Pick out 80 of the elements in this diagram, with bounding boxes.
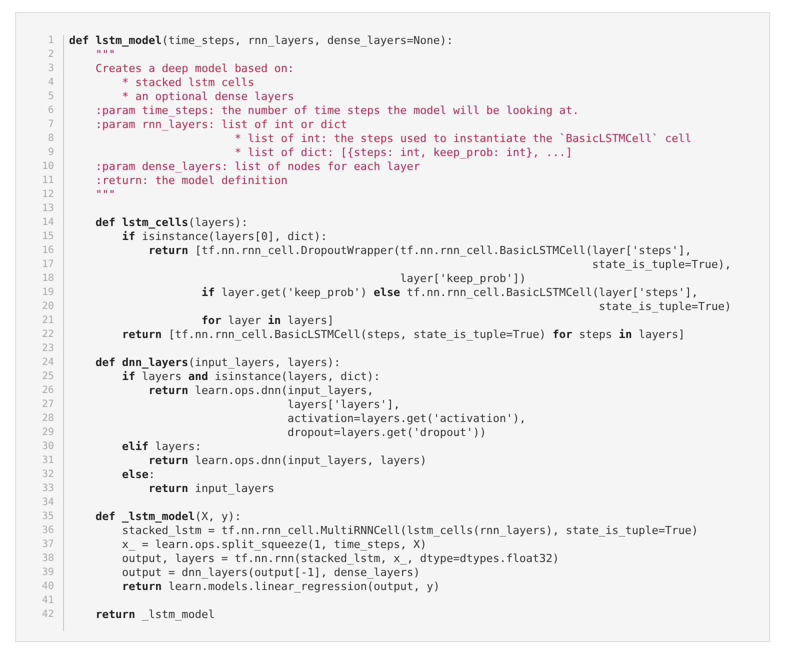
code-line: Creates a deep model based on:	[94, 62, 294, 76]
code-line: layers['layers'],	[286, 398, 400, 412]
line-number: 14	[40, 216, 54, 230]
line-number: 11	[40, 174, 54, 188]
code-line: if isinstance(layers[0], dict):	[120, 230, 328, 244]
line-number: 34	[40, 496, 54, 510]
code-line: else:	[120, 468, 156, 482]
code-line: def lstm_model(time_steps, rnn_layers, dense_layers=None):	[69, 34, 454, 48]
code-line: * list of int: the steps used to instantiate the `BasicLSTMCell` cell	[234, 132, 692, 146]
line-number: 13	[40, 202, 54, 216]
line-number: 41	[40, 594, 54, 608]
code-line: * stacked lstm cells	[120, 76, 254, 90]
line-number: 30	[40, 440, 54, 454]
line-number: 42	[40, 608, 54, 622]
line-number: 16	[40, 244, 54, 258]
code-line: """	[94, 48, 116, 62]
line-number: 1	[46, 34, 54, 48]
code-line: if layer.get('keep_prob') else tf.nn.rnn_cell.BasicLSTMCell(layer['steps'],	[200, 286, 698, 300]
line-number: 17	[40, 258, 54, 272]
code-line: return _lstm_model	[94, 608, 215, 622]
line-number: 23	[40, 342, 54, 356]
line-number: 7	[46, 118, 54, 132]
line-number: 21	[40, 314, 54, 328]
code-line: return [tf.nn.rnn_cell.BasicLSTMCell(steps, state_is_tuple=True) for steps in layers]	[120, 328, 685, 342]
line-number: 26	[40, 384, 54, 398]
code-line: dropout=layers.get('dropout'))	[286, 426, 486, 440]
line-number: 20	[40, 300, 54, 314]
code-line: * an optional dense layers	[120, 90, 294, 104]
line-number: 6	[46, 104, 54, 118]
code-line: * list of dict: [{steps: int, keep_prob: int}, ...]	[234, 146, 572, 160]
line-number: 35	[40, 510, 54, 524]
code-line: output = dnn_layers(output[-1], dense_layers)	[120, 566, 420, 580]
line-number: 36	[40, 524, 54, 538]
line-number: 29	[40, 426, 54, 440]
code-line: return learn.ops.dnn(input_layers,	[147, 384, 374, 398]
line-number: 5	[46, 90, 54, 104]
code-line: def lstm_cells(layers):	[94, 216, 248, 230]
line-number: 33	[40, 482, 54, 496]
line-number: 2	[46, 48, 54, 62]
code-line: state_is_tuple=True)	[598, 300, 732, 314]
code-line: for layer in layers]	[200, 314, 334, 328]
line-number: 19	[40, 286, 54, 300]
code-line: elif layers:	[120, 440, 202, 454]
line-number: 10	[40, 160, 54, 174]
code-line: def dnn_layers(input_layers, layers):	[94, 356, 341, 370]
line-number: 25	[40, 370, 54, 384]
line-number: 40	[40, 580, 54, 594]
code-line: state_is_tuple=True),	[591, 258, 732, 272]
code-line: if layers and isinstance(layers, dict):	[120, 370, 380, 384]
code-line: :return: the model definition	[94, 174, 288, 188]
line-number: 37	[40, 538, 54, 552]
code-line: return learn.models.linear_regression(output, y)	[120, 580, 440, 594]
line-number: 9	[46, 146, 54, 160]
line-number: 28	[40, 412, 54, 426]
line-number: 27	[40, 398, 54, 412]
line-number: 12	[40, 188, 54, 202]
code-line: x_ = learn.ops.split_squeeze(1, time_steps, X)	[120, 538, 427, 552]
code-line: :param time_steps: the number of time steps the model will be looking at.	[94, 104, 579, 118]
line-number: 32	[40, 468, 54, 482]
code-line: def _lstm_model(X, y):	[94, 510, 242, 524]
line-number: 22	[40, 328, 54, 342]
line-number: 24	[40, 356, 54, 370]
line-number: 3	[46, 62, 54, 76]
line-number: 31	[40, 454, 54, 468]
line-number: 18	[40, 272, 54, 286]
code-line: layer['keep_prob'])	[399, 272, 526, 286]
code-line: """	[94, 188, 116, 202]
code-line: output, layers = tf.nn.rnn(stacked_lstm, x_, dtype=dtypes.float32)	[120, 552, 560, 566]
code-line: :param rnn_layers: list of int or dict	[94, 118, 348, 132]
line-number: 4	[46, 76, 54, 90]
code-line: stacked_lstm = tf.nn.rnn_cell.MultiRNNCell(lstm_cells(rnn_layers), state_is_tuple=True)	[120, 524, 698, 538]
line-number: 39	[40, 566, 54, 580]
code-line: return learn.ops.dnn(input_layers, layers)	[147, 454, 427, 468]
line-number: 8	[46, 132, 54, 146]
line-number: 15	[40, 230, 54, 244]
code-line: :param dense_layers: list of nodes for each layer	[94, 160, 420, 174]
code-line: activation=layers.get('activation'),	[286, 412, 526, 426]
line-number: 38	[40, 552, 54, 566]
code-line: return [tf.nn.rnn_cell.DropoutWrapper(tf.nn.rnn_cell.BasicLSTMCell(layer['steps'],	[147, 244, 692, 258]
code-line: return input_layers	[147, 482, 274, 496]
